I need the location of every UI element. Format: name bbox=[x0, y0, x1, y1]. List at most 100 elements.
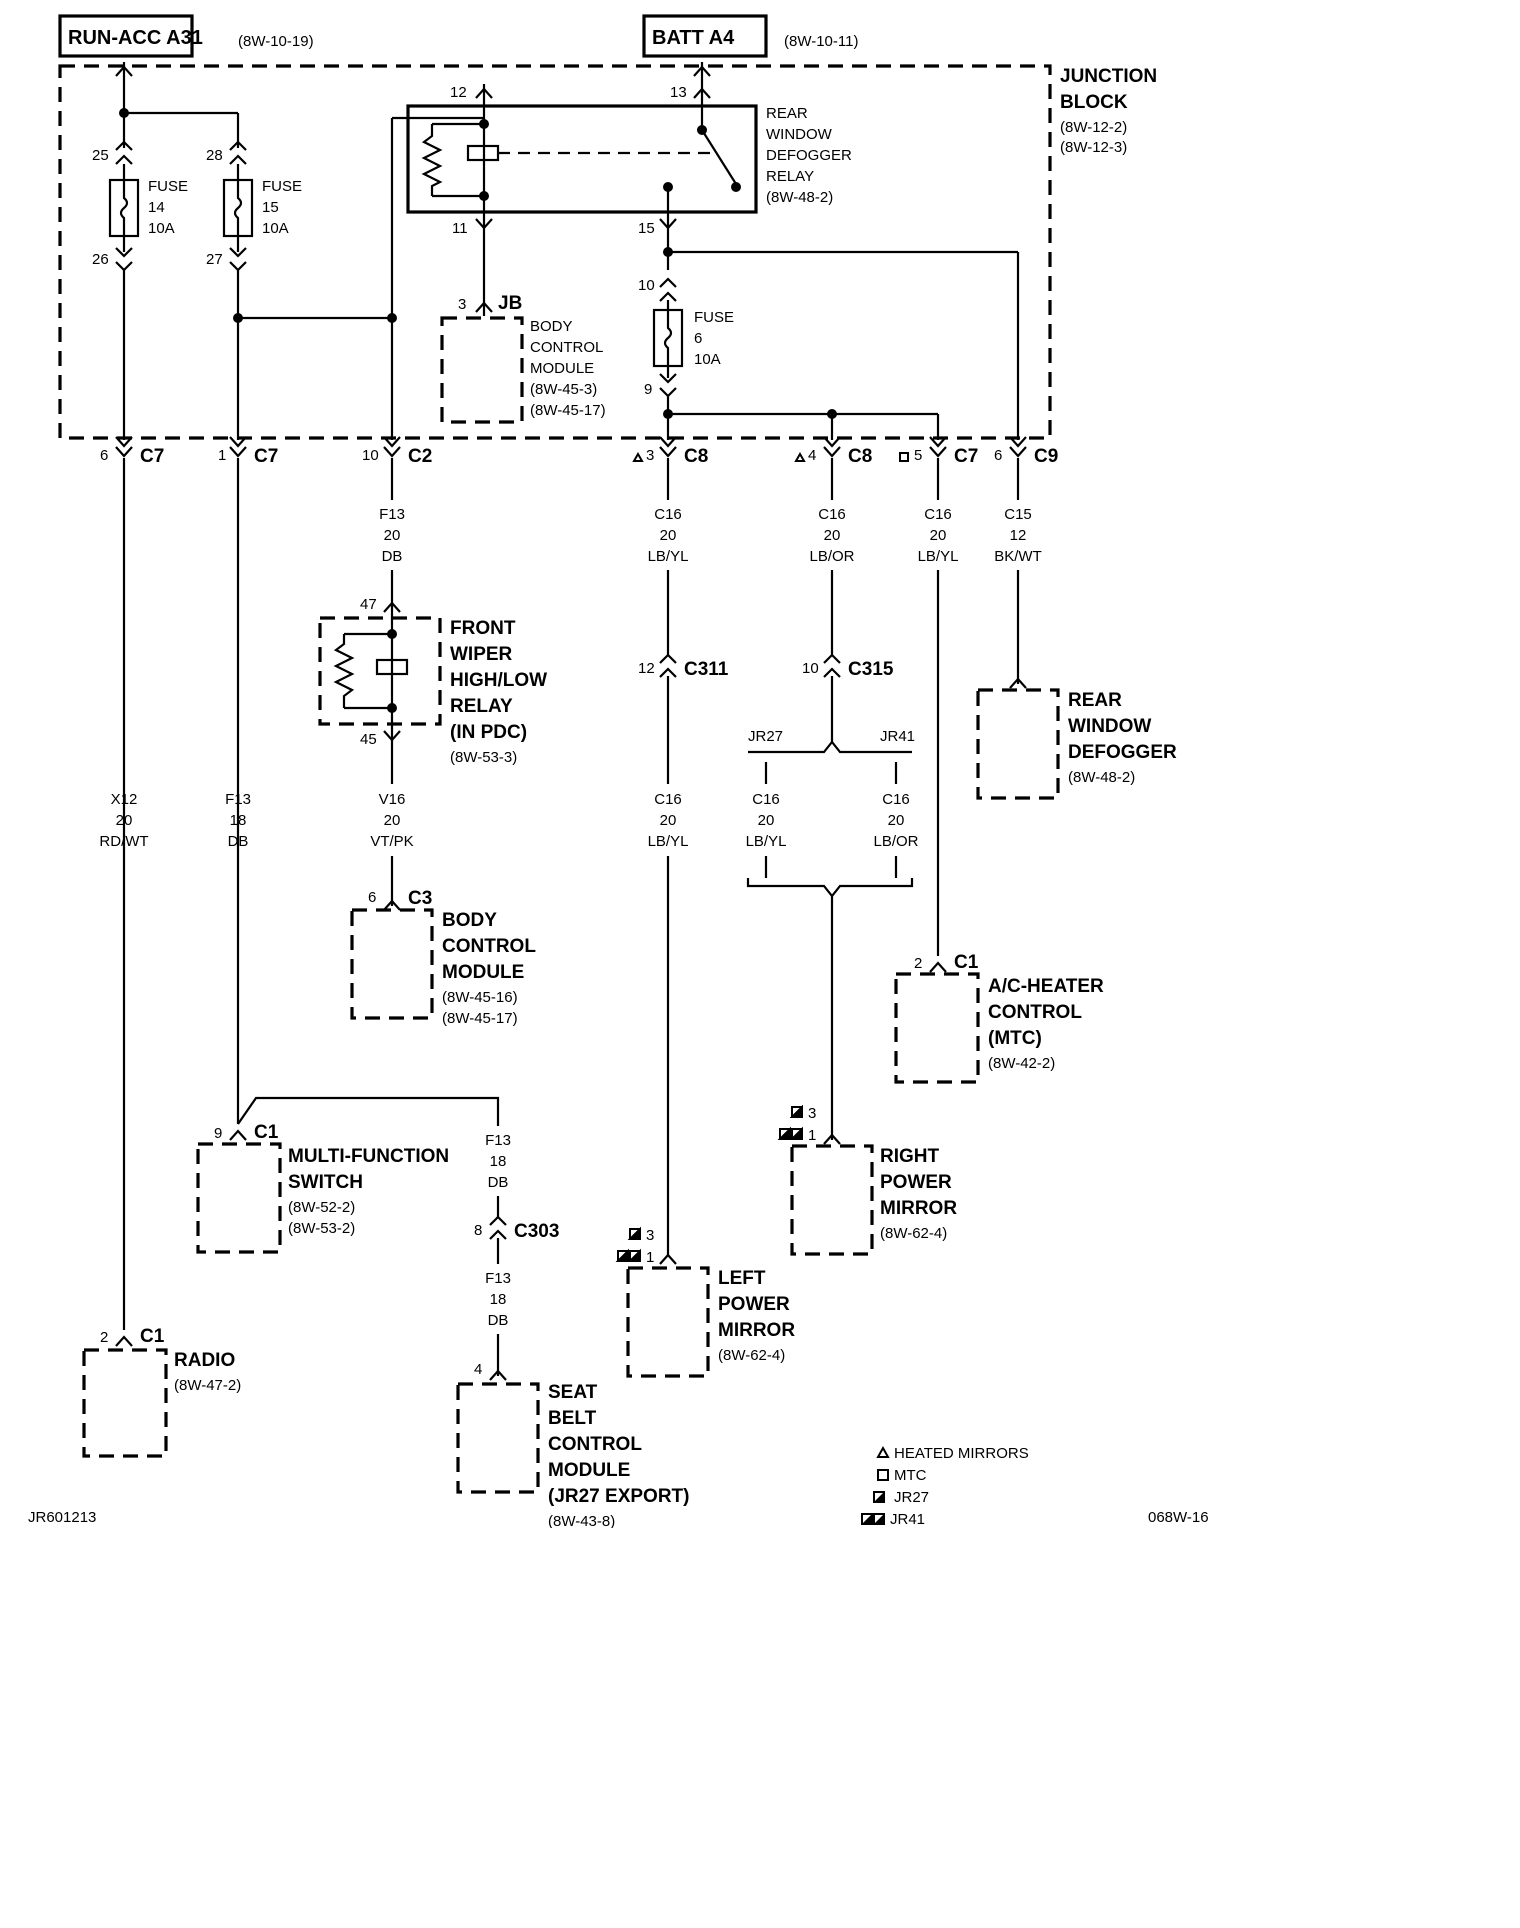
svg-text:LB/YL: LB/YL bbox=[648, 833, 689, 850]
wiper-relay-pin-47: 47 bbox=[360, 596, 377, 613]
wire-labels: F13 20 DB C16 20 LB/YL C16 20 LB/OR C16 … bbox=[99, 506, 1041, 1329]
svg-text:20: 20 bbox=[384, 527, 401, 544]
jr-option-split bbox=[746, 740, 914, 1140]
svg-text:BK/WT: BK/WT bbox=[994, 548, 1042, 565]
right-mirror-ref: (8W-62-4) bbox=[880, 1225, 947, 1242]
svg-text:20: 20 bbox=[758, 812, 775, 829]
left-mirror-label-3: MIRROR bbox=[718, 1320, 795, 1341]
fuse-14-label-2: 14 bbox=[148, 199, 165, 216]
seat-belt-label-2: BELT bbox=[548, 1408, 597, 1429]
svg-text:DB: DB bbox=[488, 1312, 509, 1329]
svg-text:DB: DB bbox=[488, 1174, 509, 1191]
svg-text:20: 20 bbox=[116, 812, 133, 829]
svg-text:20: 20 bbox=[384, 812, 401, 829]
wiring-diagram: RUN-ACC A31 (8W-10-19) BATT A4 (8W-10-11… bbox=[28, 14, 1209, 1528]
left-mirror-pin-3: 3 bbox=[646, 1227, 654, 1244]
legend-jr27: JR27 bbox=[894, 1489, 929, 1506]
footer-right-code: 068W-16 bbox=[1148, 1509, 1209, 1526]
batt-source-box bbox=[642, 14, 768, 58]
c303-pin: 8 bbox=[474, 1222, 482, 1239]
legend-square-icon bbox=[877, 1469, 889, 1481]
svg-text:F13: F13 bbox=[485, 1270, 511, 1287]
mfs-ref-2: (8W-53-2) bbox=[288, 1220, 355, 1237]
legend-heated-mirrors: HEATED MIRRORS bbox=[894, 1445, 1029, 1462]
right-mirror-label-2: POWER bbox=[880, 1172, 952, 1193]
svg-text:C16: C16 bbox=[882, 791, 910, 808]
svg-text:18: 18 bbox=[230, 812, 247, 829]
bcm2-ref-2: (8W-45-17) bbox=[442, 1010, 518, 1027]
junction-block-outline bbox=[58, 64, 1052, 440]
c315-label: C315 bbox=[848, 659, 894, 680]
fuse-6-label-1: FUSE bbox=[694, 309, 734, 326]
svg-text:F13: F13 bbox=[379, 506, 405, 523]
svg-text:18: 18 bbox=[490, 1291, 507, 1308]
c7-label-c: C7 bbox=[954, 446, 978, 467]
batt-label: BATT A4 bbox=[652, 27, 735, 49]
ac-heater-label-2: CONTROL bbox=[988, 1002, 1082, 1023]
seat-belt-box bbox=[456, 1382, 540, 1494]
wiper-relay-label-3: HIGH/LOW bbox=[450, 670, 547, 691]
seat-belt-label-1: SEAT bbox=[548, 1382, 598, 1403]
svg-text:20: 20 bbox=[888, 812, 905, 829]
mfs-label-1: MULTI-FUNCTION bbox=[288, 1146, 449, 1167]
c7-pin-6: 6 bbox=[100, 447, 108, 464]
fuse-14-label-3: 10A bbox=[148, 220, 175, 237]
fuse-14-pin-out: 26 bbox=[92, 251, 109, 268]
seat-belt-pin: 4 bbox=[474, 1361, 482, 1378]
heated-mirrors-marker-a bbox=[632, 451, 644, 462]
fuse-6-circuit bbox=[652, 247, 1020, 440]
ac-heater-pin: 2 bbox=[914, 955, 922, 972]
bcm-jb-pin: 3 bbox=[458, 296, 466, 313]
batt-ref: (8W-10-11) bbox=[784, 33, 858, 50]
c8-pin-3: 3 bbox=[646, 447, 654, 464]
fuse-6-pin-out: 9 bbox=[644, 381, 652, 398]
c7-pin-5: 5 bbox=[914, 447, 922, 464]
bcm2-label-1: BODY bbox=[442, 910, 497, 931]
legend-triangle-icon bbox=[876, 1445, 890, 1458]
mtc-marker bbox=[899, 452, 909, 462]
radio-connector: C1 bbox=[140, 1326, 165, 1347]
svg-text:LB/YL: LB/YL bbox=[648, 548, 689, 565]
c7-label-b: C7 bbox=[254, 446, 278, 467]
c311-pin: 12 bbox=[638, 660, 655, 677]
mfs-label-2: SWITCH bbox=[288, 1172, 363, 1193]
fuse-6-label-2: 6 bbox=[694, 330, 702, 347]
c7-label-a: C7 bbox=[140, 446, 164, 467]
run-acc-source-box bbox=[58, 14, 194, 58]
ac-heater-label-3: (MTC) bbox=[988, 1028, 1042, 1049]
jr41-label: JR41 bbox=[880, 728, 915, 745]
wire-runs bbox=[122, 458, 1020, 1330]
c8-pin-4: 4 bbox=[808, 447, 816, 464]
rear-defogger-label-2: WINDOW bbox=[1068, 716, 1151, 737]
c2-pin-10: 10 bbox=[362, 447, 379, 464]
svg-text:F13: F13 bbox=[485, 1132, 511, 1149]
svg-text:12: 12 bbox=[1010, 527, 1027, 544]
c2-label: C2 bbox=[408, 446, 432, 467]
svg-text:C16: C16 bbox=[654, 791, 682, 808]
svg-text:LB/YL: LB/YL bbox=[918, 548, 959, 565]
svg-text:DB: DB bbox=[228, 833, 249, 850]
mfs-branch-wire bbox=[237, 1096, 500, 1376]
bcm2-box bbox=[350, 908, 434, 1020]
relay-pin-15: 15 bbox=[638, 220, 655, 237]
junction-block-ref-1: (8W-12-2) bbox=[1060, 119, 1127, 136]
seat-belt-label-5: (JR27 EXPORT) bbox=[548, 1486, 689, 1507]
svg-text:20: 20 bbox=[660, 812, 677, 829]
bcm2-pin: 6 bbox=[368, 889, 376, 906]
bcm2-ref-1: (8W-45-16) bbox=[442, 989, 518, 1006]
bcm-jb-label-3: MODULE bbox=[530, 360, 594, 377]
mfs-box bbox=[196, 1142, 282, 1254]
c311-label: C311 bbox=[684, 659, 729, 680]
svg-text:RD/WT: RD/WT bbox=[99, 833, 148, 850]
svg-text:VT/PK: VT/PK bbox=[370, 833, 413, 850]
seat-belt-ref: (8W-43-8) bbox=[548, 1513, 615, 1528]
bcm2-label-2: CONTROL bbox=[442, 936, 536, 957]
wiper-relay-label-2: WIPER bbox=[450, 644, 513, 665]
relay-label-1: REAR bbox=[766, 105, 808, 122]
bcm-jb-label-5: (8W-45-17) bbox=[530, 402, 606, 419]
radio-pin: 2 bbox=[100, 1329, 108, 1346]
rear-defogger-ref: (8W-48-2) bbox=[1068, 769, 1135, 786]
rear-defogger-label-3: DEFOGGER bbox=[1068, 742, 1177, 763]
left-mirror-label-1: LEFT bbox=[718, 1268, 766, 1289]
right-mirror-pin-1: 1 bbox=[808, 1127, 816, 1144]
